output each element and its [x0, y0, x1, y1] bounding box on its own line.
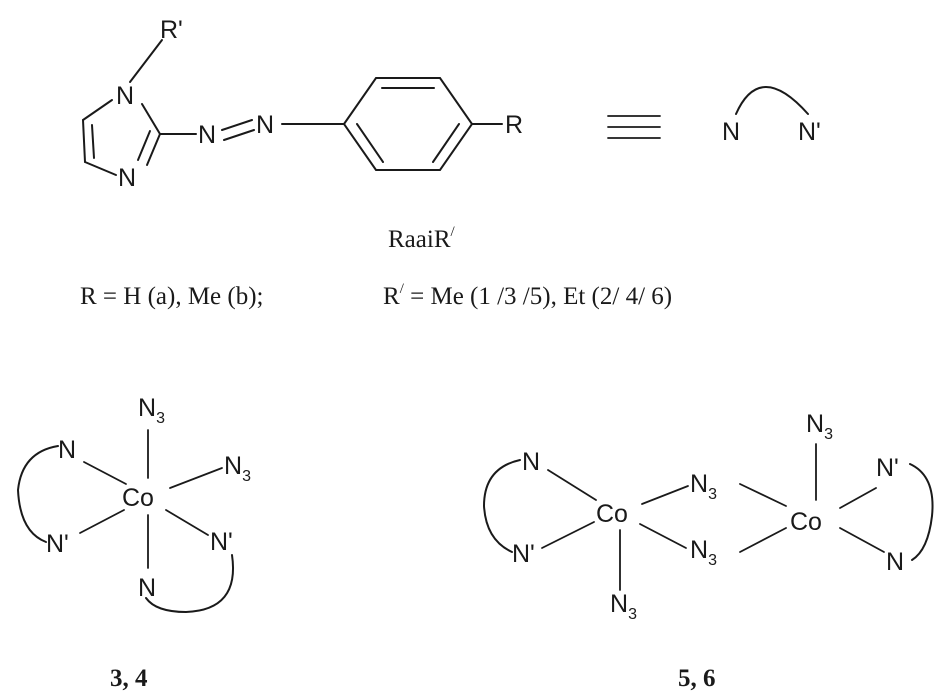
- ligand-r-prime: R': [160, 16, 183, 44]
- ligand-r: R: [505, 111, 523, 139]
- dimer-donor-left-bottom: N': [512, 540, 535, 568]
- monomer-azide-right: N3: [224, 452, 251, 485]
- dimer-donor-left-top: N: [522, 448, 540, 476]
- dimer-label: 5, 6: [678, 665, 716, 692]
- monomer-donor-top-left: N: [58, 436, 76, 464]
- monomer-donor-right: N': [210, 528, 233, 556]
- ligand-azo-n-left: N: [198, 121, 216, 149]
- equivalence-symbol: [607, 115, 661, 139]
- monomer-label: 3, 4: [110, 665, 148, 692]
- dimer-donor-right-top: N': [876, 454, 899, 482]
- chelate-shorthand: N N': [722, 86, 821, 146]
- ligand-structure: R' N N N N R: [82, 16, 523, 192]
- ligand-n3: N: [118, 164, 136, 192]
- monomer-azide-top: N3: [138, 394, 165, 427]
- shorthand-n: N: [722, 118, 740, 146]
- dimer-donor-right-bottom: N: [886, 548, 904, 576]
- definition-r: R = H (a), Me (b);: [80, 283, 264, 310]
- dimer-bridge-bottom: N3: [690, 536, 717, 569]
- definition-r-prime: R/ = Me (1 /3 /5), Et (2/ 4/ 6): [383, 281, 672, 310]
- dimer-co-left: Co: [596, 500, 628, 528]
- monomer-donor-bottom: N: [138, 574, 156, 602]
- monomer-co: Co: [122, 484, 154, 512]
- dimer-azide-bottom: N3: [610, 590, 637, 623]
- ligand-azo-n-right: N: [256, 111, 274, 139]
- shorthand-n-prime: N': [798, 118, 821, 146]
- ligand-name: RaaiR/: [388, 224, 456, 253]
- dimer-bridge-top: N3: [690, 470, 717, 503]
- monomer-donor-bottom-left: N': [46, 530, 69, 558]
- dimer-azide-top: N3: [806, 410, 833, 443]
- complex-dimer: Co Co N3 N3 N3 N3 N N' N' N 5, 6: [482, 410, 934, 692]
- dimer-co-right: Co: [790, 508, 822, 536]
- complex-monomer: Co N3 N3 N N' N' N 3, 4: [16, 394, 251, 692]
- ligand-n1: N: [116, 82, 134, 110]
